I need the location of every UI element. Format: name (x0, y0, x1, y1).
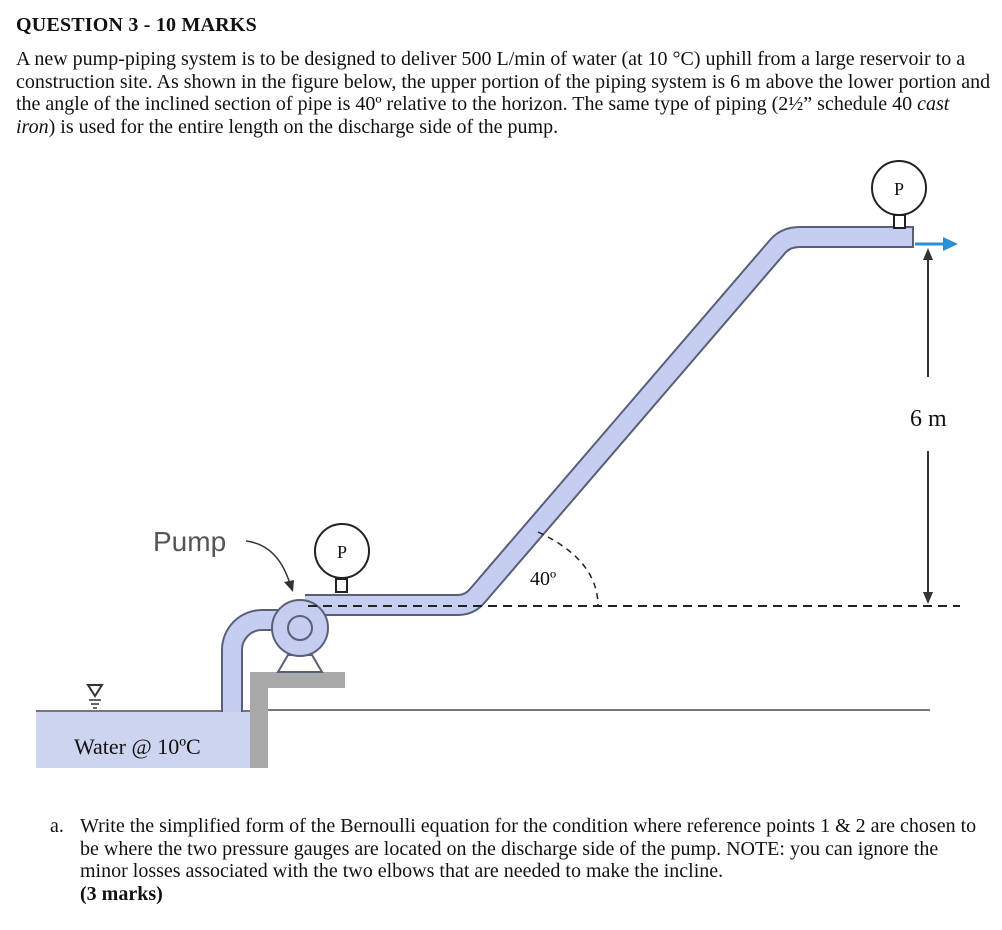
pump-piping-figure: P P Pump 40º 6 m Water @ 10ºC (0, 160, 1002, 780)
pressure-gauge-1 (314, 523, 370, 593)
part-a-letter: a. (50, 815, 64, 837)
pump-label: Pump (153, 526, 226, 557)
gauge-1-label: P (337, 542, 347, 562)
height-dimension (923, 248, 933, 604)
discharge-pipe (305, 226, 913, 616)
flow-arrow-icon (915, 237, 958, 251)
question-intro: A new pump-piping system is to be design… (16, 48, 991, 138)
part-a-text: Write the simplified form of the Bernoul… (80, 815, 977, 882)
pressure-gauge-2 (871, 160, 927, 229)
gauge-2-label: P (894, 179, 904, 199)
angle-label: 40º (530, 568, 556, 590)
pump-support (250, 672, 345, 768)
height-label: 6 m (910, 406, 947, 432)
water-label: Water @ 10ºC (74, 734, 201, 759)
reservoir-water (36, 711, 250, 768)
pump-pointer-arrow (245, 540, 291, 585)
free-surface-icon (86, 684, 104, 709)
intro-material: cast iron (16, 93, 950, 138)
pump-base (276, 654, 324, 673)
pump-volute (271, 599, 329, 657)
intro-lead: A new pump-piping system is to be design… (16, 48, 991, 115)
part-a-marks: (3 marks) (80, 882, 163, 905)
angle-arc (537, 531, 599, 607)
intro-tail: ) is used for the entire length on the d… (48, 115, 559, 138)
question-title: QUESTION 3 - 10 MARKS (16, 14, 257, 36)
